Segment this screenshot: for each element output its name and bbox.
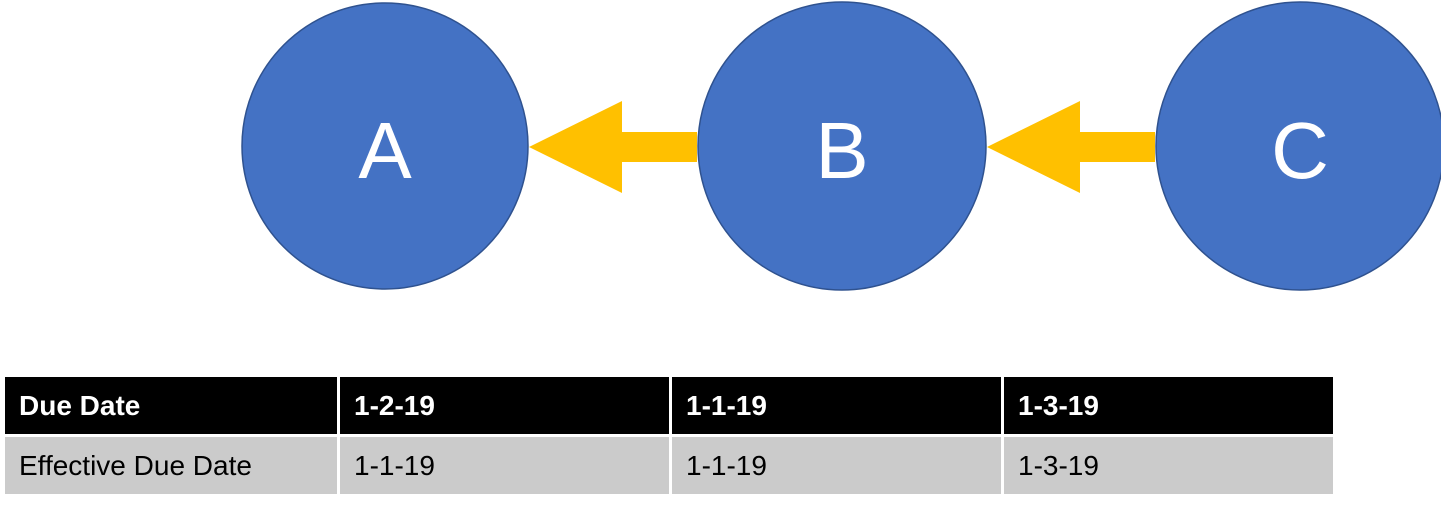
node-c: C (1155, 1, 1441, 291)
effective-due-date-cell-a: 1-1-19 (337, 434, 672, 497)
node-b-label: B (815, 106, 868, 195)
due-date-label: Due Date (2, 374, 340, 437)
effective-due-date-row: Effective Due Date 1-1-19 1-1-19 1-3-19 (2, 434, 1336, 497)
effective-due-date-label: Effective Due Date (2, 434, 340, 497)
effective-due-date-cell-b: 1-1-19 (669, 434, 1004, 497)
node-a-label: A (358, 106, 412, 195)
arrow-b-to-a (529, 101, 697, 193)
node-a: A (241, 2, 529, 290)
due-date-cell-b: 1-1-19 (669, 374, 1004, 437)
arrow-c-to-b (987, 101, 1155, 193)
due-date-cell-a: 1-2-19 (337, 374, 672, 437)
due-date-cell-c: 1-3-19 (1001, 374, 1336, 437)
effective-due-date-cell-c: 1-3-19 (1001, 434, 1336, 497)
node-b: B (697, 1, 987, 291)
due-date-table: Due Date 1-2-19 1-1-19 1-3-19 Effective … (2, 374, 1336, 497)
dependency-diagram: A B C (241, 1, 1441, 291)
node-c-label: C (1271, 106, 1329, 195)
due-date-row: Due Date 1-2-19 1-1-19 1-3-19 (2, 374, 1336, 437)
